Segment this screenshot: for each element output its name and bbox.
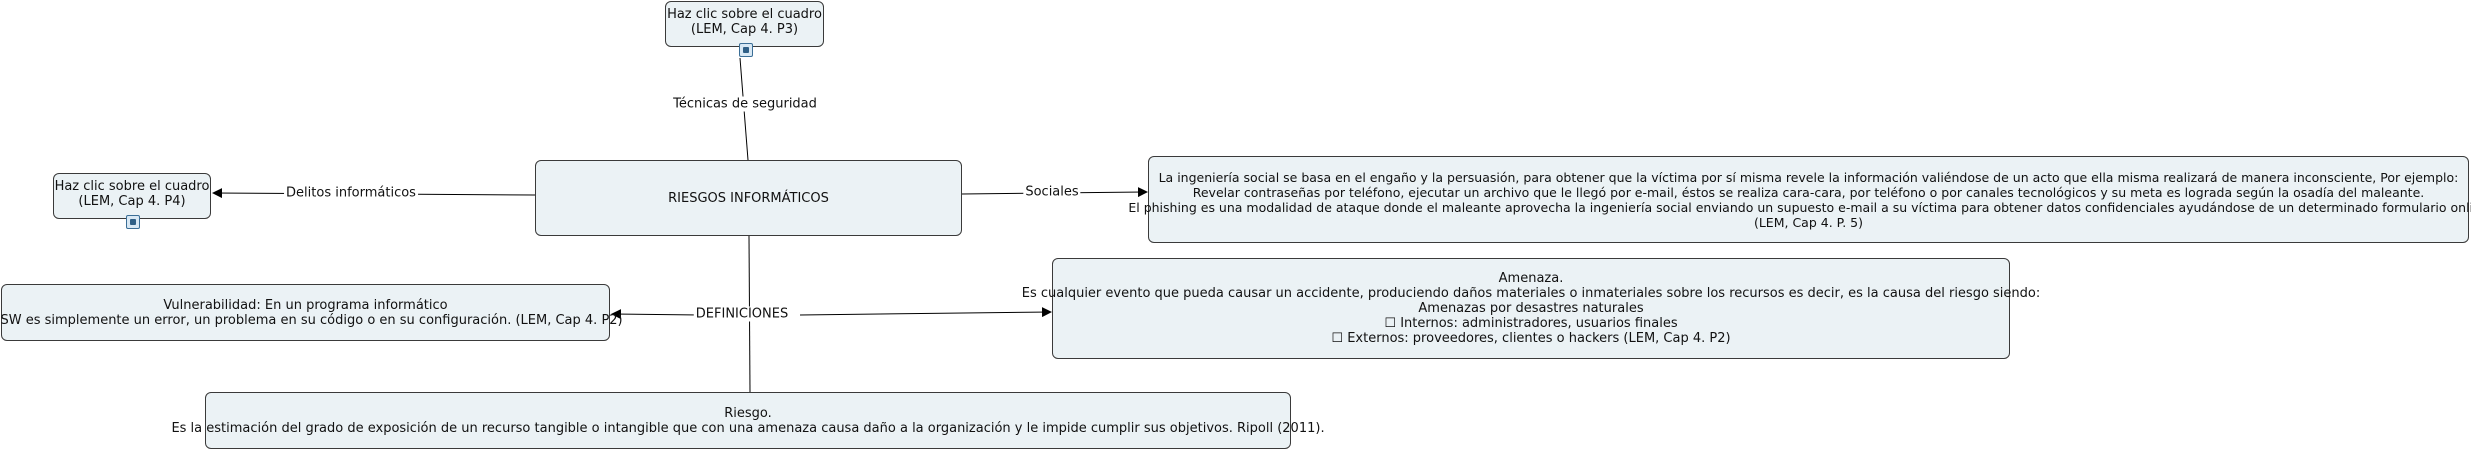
image-resource-icon[interactable]: [126, 215, 140, 229]
node-line: Amenaza.: [1498, 271, 1564, 286]
center-node-riesgos[interactable]: RIESGOS INFORMÁTICOS: [535, 160, 962, 236]
node-line: Es la estimación del grado de exposición…: [171, 420, 1325, 436]
node-amenaza[interactable]: Amenaza. Es cualquier evento que pueda c…: [1022, 258, 2040, 359]
node-line: Es cualquier evento que pueda causar un …: [1021, 286, 2041, 301]
node-line: ☐ Internos: administradores, usuarios fi…: [1384, 316, 1678, 331]
node-line: (LEM, Cap 4. P. 5): [1753, 214, 1864, 230]
node-tecnicas-seguridad[interactable]: Haz clic sobre el cuadro (LEM, Cap 4. P3…: [665, 1, 824, 57]
node-delitos-informaticos[interactable]: Haz clic sobre el cuadro (LEM, Cap 4. P4…: [53, 173, 211, 229]
node-line: o SW es simplemente un error, un problem…: [0, 312, 623, 328]
node-line: Haz clic sobre el cuadro: [54, 179, 210, 194]
node-line: El phishing es una modalidad de ataque d…: [1128, 199, 2471, 215]
center-node-label: RIESGOS INFORMÁTICOS: [668, 190, 829, 206]
node-line: Haz clic sobre el cuadro: [667, 7, 822, 22]
node-line: (LEM, Cap 4. P3): [690, 22, 799, 37]
connector-amenaza: [799, 307, 1052, 318]
link-label-tecnicas: Técnicas de seguridad: [671, 96, 819, 112]
node-line: ☐ Externos: proveedores, clientes o hack…: [1331, 331, 1731, 346]
link-label-sociales: Sociales: [1023, 184, 1081, 200]
link-label-delitos: Delitos informáticos: [284, 185, 418, 201]
node-sociales[interactable]: La ingeniería social se basa en el engañ…: [1128, 156, 2471, 243]
node-line: La ingeniería social se basa en el engañ…: [1158, 169, 2459, 185]
node-line: Amenazas por desastres naturales: [1418, 301, 1644, 316]
node-line: (LEM, Cap 4. P4): [78, 194, 186, 209]
node-riesgo[interactable]: Riesgo. Es la estimación del grado de ex…: [171, 392, 1325, 449]
node-line: Revelar contraseñas por teléfono, ejecut…: [1192, 184, 2425, 200]
node-line: Vulnerabilidad: En un programa informáti…: [163, 297, 448, 313]
link-label-definiciones: DEFINICIONES: [693, 306, 791, 322]
image-resource-icon[interactable]: [739, 43, 753, 57]
connector-vulnerabilidad: [611, 309, 701, 320]
node-line: Riesgo.: [724, 405, 772, 421]
node-vulnerabilidad[interactable]: Vulnerabilidad: En un programa informáti…: [0, 284, 623, 341]
